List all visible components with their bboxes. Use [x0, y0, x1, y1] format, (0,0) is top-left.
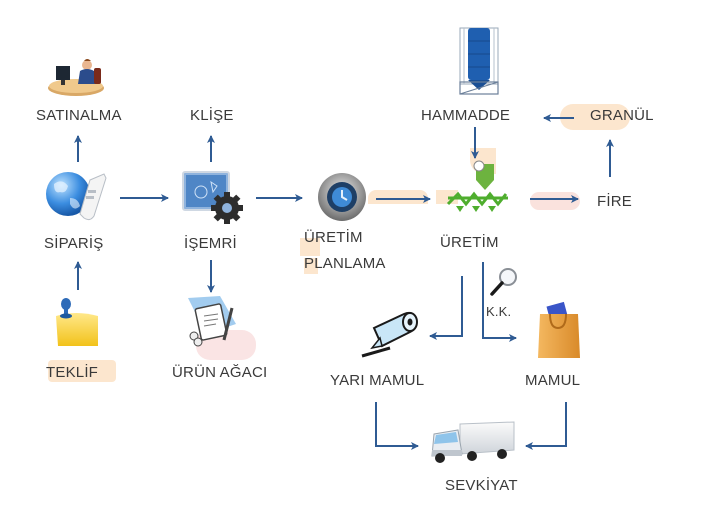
truck-icon [428, 420, 516, 464]
node-label-urun-agaci: ÜRÜN AĞACI [172, 364, 268, 381]
node-label-hammadde: HAMMADDE [421, 107, 511, 124]
node-label-mamul: MAMUL [525, 372, 581, 389]
node-label-teklif: TEKLİF [46, 364, 99, 381]
node-label-fire: FİRE [597, 193, 632, 210]
arrow-uretim-to-mamul [482, 262, 517, 342]
document-pencil-icon [186, 294, 246, 348]
background-artifact [48, 360, 116, 382]
sticky-note-pin-icon [52, 298, 98, 346]
blueprint-gear-icon [181, 170, 245, 224]
node-label-yari-mamul: YARI MAMUL [330, 372, 425, 389]
node-label-uretim-planlama-line1: ÜRETİM [304, 229, 363, 246]
node-label-sevkiyat: SEVKİYAT [445, 477, 518, 494]
shopping-bag-icon [534, 298, 584, 362]
arrow-uretim-to-yari-mamul [429, 276, 463, 340]
globe-phone-icon [44, 170, 110, 224]
node-label-granul: GRANÜL [590, 107, 654, 124]
arrow-yari-mamul-to-sevkiyat [375, 402, 419, 450]
film-roll-icon [360, 308, 422, 360]
silo-icon [458, 24, 500, 98]
background-artifact [368, 190, 428, 204]
background-artifact [530, 192, 580, 210]
extruder-screw-icon [442, 160, 522, 222]
clock-lens-icon [316, 172, 368, 224]
node-label-satinalma: SATINALMA [36, 107, 122, 124]
node-label-uretim-planlama-line2: PLANLAMA [304, 255, 386, 272]
magnifier-icon [488, 266, 520, 298]
arrow-mamul-to-sevkiyat [525, 402, 567, 450]
background-artifact [304, 258, 318, 274]
node-label-isemri: İŞEMRİ [184, 235, 237, 252]
node-label-siparis: SİPARİŞ [44, 235, 104, 252]
background-artifact [300, 238, 320, 256]
node-label-kk: K.K. [486, 304, 512, 319]
purchasing-desk-icon [44, 56, 106, 98]
node-label-klise: KLİŞE [190, 107, 234, 124]
node-label-uretim: ÜRETİM [440, 234, 499, 251]
